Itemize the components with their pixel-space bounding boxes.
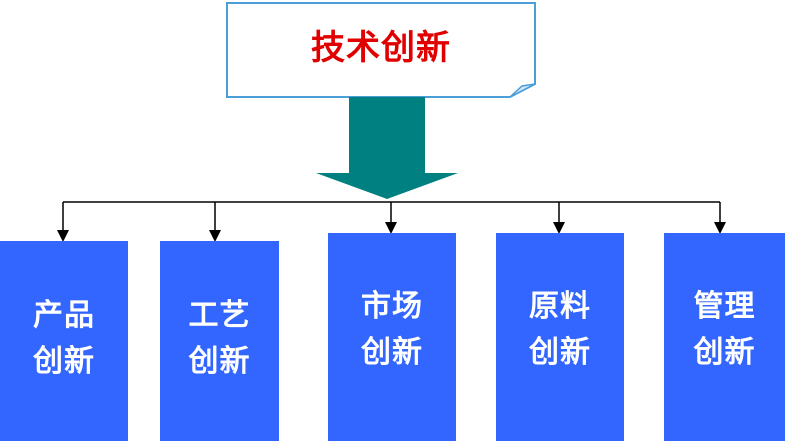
child-label-line2: 创新 bbox=[361, 335, 423, 370]
child-node-product: 产品 创新 bbox=[0, 241, 128, 441]
root-node: 技术创新 bbox=[226, 2, 536, 98]
child-label-line2: 创新 bbox=[33, 344, 95, 379]
root-label: 技术创新 bbox=[311, 27, 451, 68]
child-node-management: 管理 创新 bbox=[664, 233, 785, 441]
child-label-line1: 市场 bbox=[361, 289, 423, 324]
child-label-line1: 原料 bbox=[529, 289, 591, 324]
child-label-line1: 工艺 bbox=[188, 298, 251, 333]
child-node-process: 工艺 创新 bbox=[160, 241, 279, 441]
main-arrow bbox=[316, 97, 458, 199]
child-node-market: 市场 创新 bbox=[328, 233, 456, 441]
root-node-frame bbox=[226, 2, 536, 98]
connector-lines bbox=[57, 201, 726, 242]
child-label-line2: 创新 bbox=[529, 335, 591, 370]
child-label-line1: 产品 bbox=[33, 298, 95, 333]
child-label-line1: 管理 bbox=[693, 289, 756, 324]
child-node-material: 原料 创新 bbox=[496, 233, 624, 441]
child-label-line2: 创新 bbox=[693, 335, 756, 370]
child-label-line2: 创新 bbox=[188, 344, 251, 379]
